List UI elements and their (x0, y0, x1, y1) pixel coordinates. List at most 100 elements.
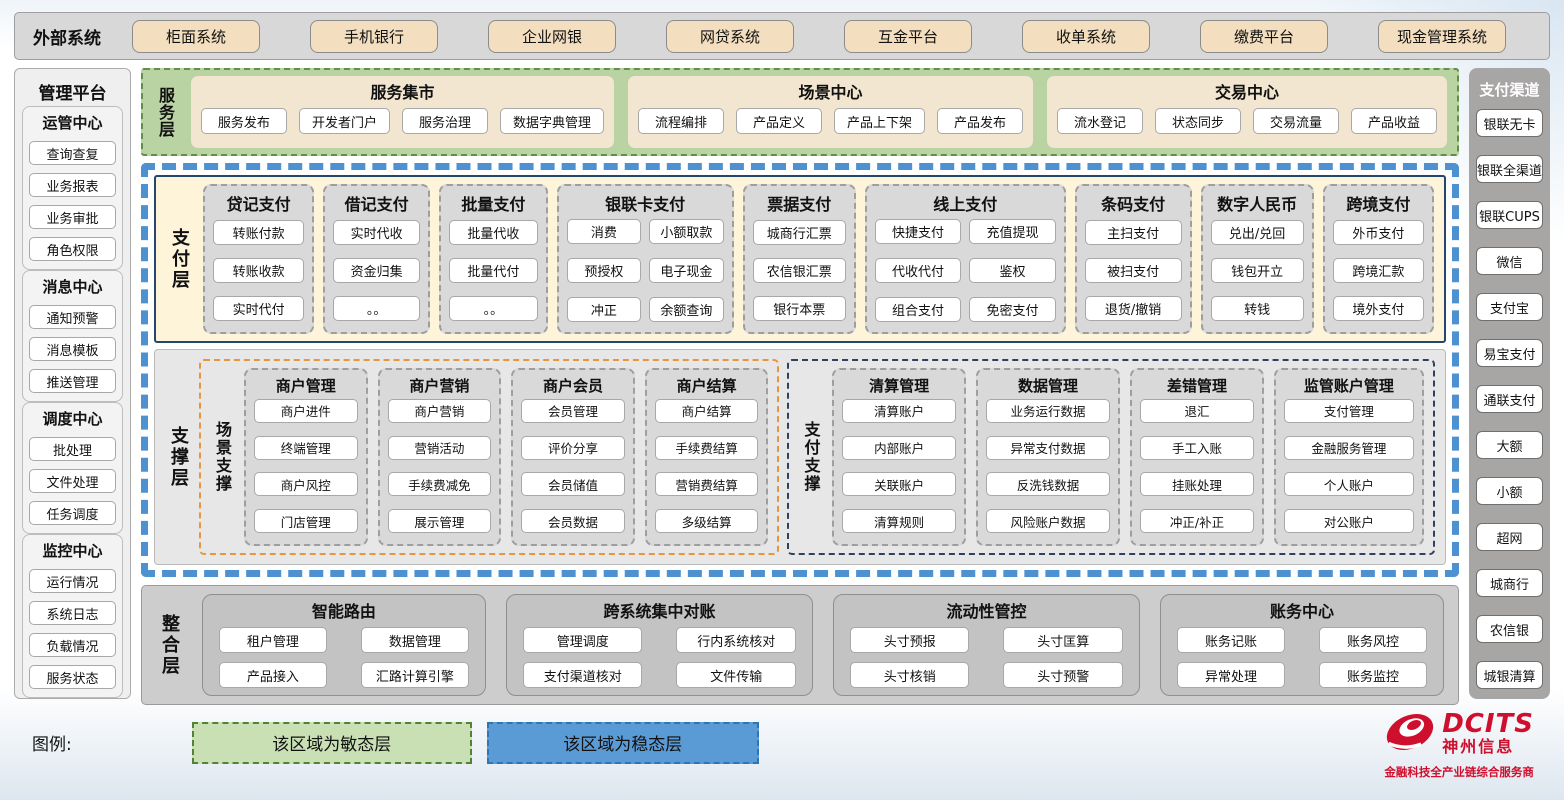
payment-item-button[interactable]: 。。 (333, 296, 421, 322)
support-item-button[interactable]: 会员管理 (521, 398, 625, 423)
menu-item-button[interactable]: 角色权限 (29, 237, 116, 261)
menu-item-button[interactable]: 批处理 (29, 437, 116, 461)
channel-button[interactable]: 易宝支付 (1475, 339, 1543, 367)
payment-item-button[interactable]: 钱包开立 (1210, 257, 1304, 283)
payment-item-button[interactable]: 余额查询 (649, 297, 724, 322)
payment-item-button[interactable]: 预授权 (566, 258, 642, 283)
payment-item-button[interactable]: 快捷支付 (874, 219, 962, 244)
payment-item-button[interactable]: 批量代收 (449, 219, 538, 245)
support-item-button[interactable]: 展示管理 (387, 509, 492, 534)
support-item-button[interactable]: 业务运行数据 (985, 398, 1111, 423)
payment-item-button[interactable]: 农信银汇票 (752, 257, 846, 283)
support-item-button[interactable]: 商户营销 (387, 398, 492, 423)
service-item-button[interactable]: 服务发布 (200, 108, 287, 134)
payment-item-button[interactable]: 消费 (566, 219, 642, 244)
support-item-button[interactable]: 反洗钱数据 (985, 472, 1111, 497)
payment-item-button[interactable]: 转账收款 (212, 257, 305, 283)
service-item-button[interactable]: 服务治理 (401, 108, 488, 134)
service-item-button[interactable]: 流程编排 (637, 108, 724, 134)
integration-item-button[interactable]: 头寸匡算 (1003, 627, 1123, 653)
payment-item-button[interactable]: 。。 (449, 296, 538, 322)
support-item-button[interactable]: 手续费减免 (387, 472, 492, 497)
support-item-button[interactable]: 商户进件 (253, 398, 358, 423)
integration-item-button[interactable]: 文件传输 (676, 662, 796, 688)
support-item-button[interactable]: 会员数据 (521, 509, 625, 534)
integration-item-button[interactable]: 异常处理 (1177, 662, 1285, 688)
channel-button[interactable]: 银联CUPS (1475, 201, 1543, 229)
integration-item-button[interactable]: 账务记账 (1177, 627, 1285, 653)
payment-item-button[interactable]: 资金归集 (333, 257, 421, 283)
channel-button[interactable]: 农信银 (1475, 615, 1543, 643)
payment-item-button[interactable]: 组合支付 (874, 297, 962, 322)
menu-item-button[interactable]: 任务调度 (29, 501, 116, 525)
support-item-button[interactable]: 个人账户 (1283, 472, 1414, 497)
payment-item-button[interactable]: 代收代付 (874, 258, 962, 283)
menu-item-button[interactable]: 消息模板 (29, 337, 116, 361)
channel-button[interactable]: 银联无卡 (1475, 109, 1543, 137)
payment-item-button[interactable]: 退货/撤销 (1084, 296, 1182, 322)
payment-item-button[interactable]: 鉴权 (969, 258, 1056, 283)
payment-item-button[interactable]: 兑出/兑回 (1210, 219, 1304, 245)
channel-button[interactable]: 大额 (1475, 431, 1543, 459)
integration-item-button[interactable]: 头寸预警 (1003, 662, 1123, 688)
channel-button[interactable]: 支付宝 (1475, 293, 1543, 321)
integration-item-button[interactable]: 支付渠道核对 (522, 662, 643, 688)
menu-item-button[interactable]: 负载情况 (29, 633, 116, 657)
support-item-button[interactable]: 关联账户 (842, 472, 956, 497)
support-item-button[interactable]: 内部账户 (842, 435, 956, 460)
service-item-button[interactable]: 产品发布 (936, 108, 1023, 134)
channel-button[interactable]: 通联支付 (1475, 385, 1543, 413)
support-item-button[interactable]: 营销费结算 (654, 472, 759, 497)
support-item-button[interactable]: 金融服务管理 (1283, 435, 1414, 460)
menu-item-button[interactable]: 服务状态 (29, 665, 116, 689)
payment-item-button[interactable]: 充值提现 (969, 219, 1056, 244)
external-system-button[interactable]: 收单系统 (1022, 19, 1150, 53)
menu-item-button[interactable]: 运行情况 (29, 569, 116, 593)
support-item-button[interactable]: 多级结算 (654, 509, 759, 534)
channel-button[interactable]: 城商行 (1475, 569, 1543, 597)
integration-item-button[interactable]: 汇路计算引擎 (360, 662, 469, 688)
support-item-button[interactable]: 手续费结算 (654, 435, 759, 460)
menu-item-button[interactable]: 推送管理 (29, 369, 116, 393)
integration-item-button[interactable]: 头寸预报 (849, 627, 970, 653)
support-item-button[interactable]: 清算账户 (842, 398, 956, 423)
external-system-button[interactable]: 互金平台 (844, 19, 972, 53)
support-item-button[interactable]: 门店管理 (253, 509, 358, 534)
support-item-button[interactable]: 会员储值 (521, 472, 625, 497)
support-item-button[interactable]: 对公账户 (1283, 509, 1414, 534)
external-system-button[interactable]: 现金管理系统 (1378, 19, 1506, 53)
support-item-button[interactable]: 风险账户数据 (985, 509, 1111, 534)
menu-item-button[interactable]: 业务审批 (29, 205, 116, 229)
payment-item-button[interactable]: 外币支付 (1332, 219, 1424, 245)
service-item-button[interactable]: 产品上下架 (833, 108, 925, 134)
payment-item-button[interactable]: 转账付款 (212, 219, 305, 245)
support-item-button[interactable]: 异常支付数据 (985, 435, 1111, 460)
integration-item-button[interactable]: 账务监控 (1319, 662, 1427, 688)
support-item-button[interactable]: 冲正/补正 (1140, 509, 1254, 534)
support-item-button[interactable]: 支付管理 (1283, 398, 1414, 423)
support-item-button[interactable]: 挂账处理 (1140, 472, 1254, 497)
channel-button[interactable]: 小额 (1475, 477, 1543, 505)
menu-item-button[interactable]: 文件处理 (29, 469, 116, 493)
support-item-button[interactable]: 清算规则 (842, 509, 956, 534)
payment-item-button[interactable]: 批量代付 (449, 257, 538, 283)
support-item-button[interactable]: 退汇 (1140, 398, 1254, 423)
menu-item-button[interactable]: 通知预警 (29, 305, 116, 329)
integration-item-button[interactable]: 产品接入 (218, 662, 327, 688)
support-item-button[interactable]: 评价分享 (521, 435, 625, 460)
service-item-button[interactable]: 流水登记 (1056, 108, 1143, 134)
menu-item-button[interactable]: 业务报表 (29, 173, 116, 197)
payment-item-button[interactable]: 转钱 (1210, 296, 1304, 322)
support-item-button[interactable]: 终端管理 (253, 435, 358, 460)
integration-item-button[interactable]: 管理调度 (522, 627, 643, 653)
external-system-button[interactable]: 企业网银 (488, 19, 616, 53)
menu-item-button[interactable]: 查询查复 (29, 141, 116, 165)
integration-item-button[interactable]: 租户管理 (218, 627, 327, 653)
external-system-button[interactable]: 网贷系统 (666, 19, 794, 53)
service-item-button[interactable]: 交易流量 (1252, 108, 1339, 134)
support-item-button[interactable]: 商户结算 (654, 398, 759, 423)
payment-item-button[interactable]: 冲正 (566, 297, 642, 322)
channel-button[interactable]: 银联全渠道 (1475, 155, 1543, 183)
external-system-button[interactable]: 缴费平台 (1200, 19, 1328, 53)
payment-item-button[interactable]: 银行本票 (752, 296, 846, 322)
